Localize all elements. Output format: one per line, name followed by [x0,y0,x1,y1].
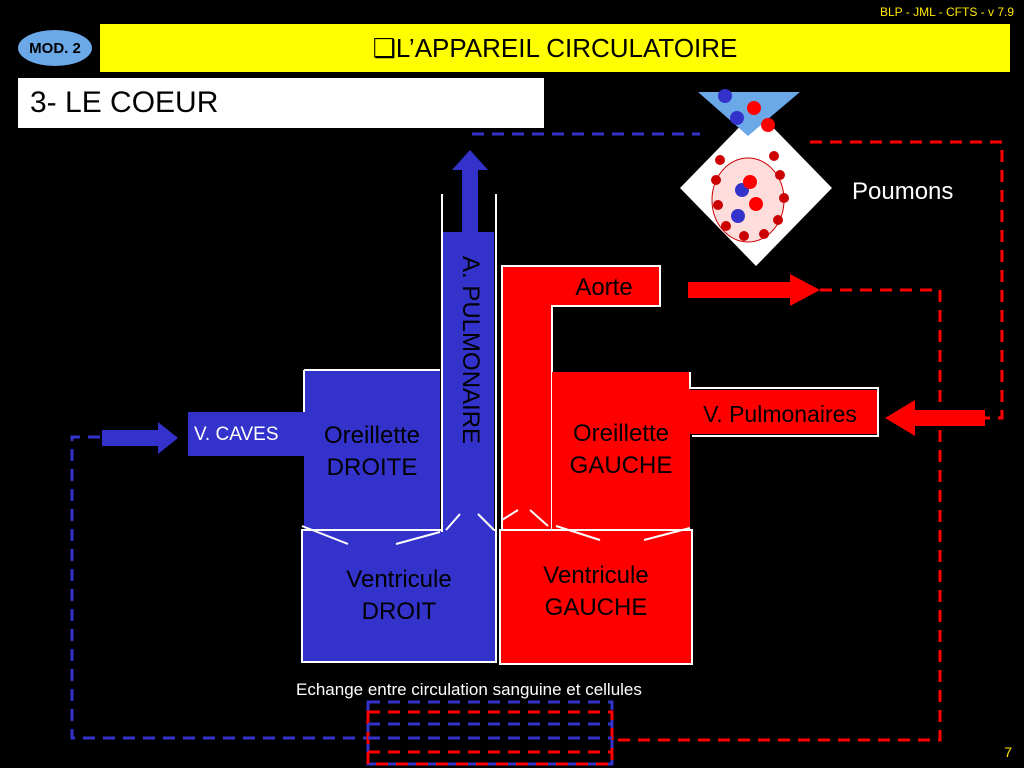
label-echange: Echange entre circulation sanguine et ce… [296,680,642,699]
lungs-icon [680,89,832,266]
label-aorte: Aorte [575,274,633,301]
label-v-pulmonaires: V. Pulmonaires [703,401,857,427]
header-reference: BLP - JML - CFTS - v 7.9 [879,5,1014,19]
pulmonary-artery [442,232,494,532]
left-atrium-vpulm [552,372,878,530]
label-oreillette-droite: Oreillette DROITE [323,422,421,481]
caves-arrow-right [102,422,178,454]
title-bar: ❑L’APPAREIL CIRCULATOIRE [100,24,1010,72]
aorta-arrow-right [688,274,820,306]
aorta-dashed-red [612,288,942,742]
right-atrium [304,370,440,530]
module-badge: MOD. 2 [18,30,92,66]
right-ventricle [301,529,497,663]
label-oreillette-gauche: Oreillette GAUCHE [569,420,673,479]
page-title: ❑L’APPAREIL CIRCULATOIRE [372,32,738,63]
circulation-lines [70,132,1004,766]
label-v-caves: V. CAVES [194,424,279,445]
vena-cava [188,412,306,456]
left-ventricle [499,529,693,665]
pulmonary-arrow-up [452,150,488,232]
valves [301,509,691,545]
vpulm-arrow-left [885,400,985,436]
label-ventricule-droit: Ventricule DROIT [346,566,452,625]
pulmonary-dashed-red [810,140,1004,420]
label-ventricule-gauche: Ventricule GAUCHE [543,562,649,621]
label-a-pulmonaire: A. PULMONAIRE [457,256,484,445]
page-number: 7 [1004,744,1012,760]
section-subtitle: 3- LE COEUR [18,78,544,128]
label-poumons: Poumons [852,178,954,205]
